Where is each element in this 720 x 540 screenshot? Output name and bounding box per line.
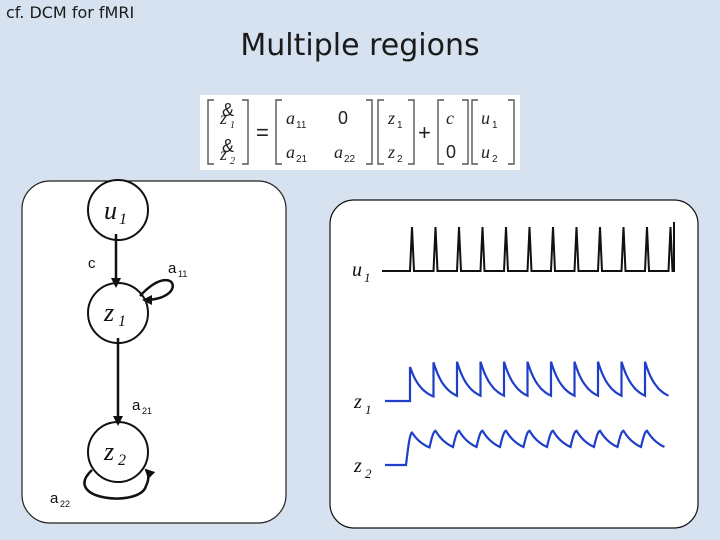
z-vector-1-sub: 1	[397, 120, 403, 131]
slide-title: Multiple regions	[240, 28, 480, 63]
edge-a21-label: a	[132, 397, 141, 414]
signal-u1-sub: 1	[364, 270, 371, 285]
node-u1-sub: 1	[119, 211, 127, 228]
edge-a11-sub: 11	[178, 269, 187, 279]
signal-z1-trace	[385, 361, 669, 403]
edge-a11-label: a	[168, 260, 177, 277]
a22-entry-sub: 22	[344, 154, 356, 165]
a22-entry: a	[334, 142, 343, 162]
lhs-dot1: &	[222, 100, 234, 120]
z-vector-2: z	[387, 142, 395, 162]
lhs-z2: z	[219, 144, 227, 164]
signal-z2-label: z	[353, 455, 362, 477]
lhs-z1: z	[219, 108, 227, 128]
c-vector-2: 0	[446, 142, 456, 162]
equals-sign: =	[256, 120, 269, 145]
lhs-z2-sub: 2	[230, 156, 235, 167]
a12-entry: 0	[338, 108, 348, 128]
network-diagram: u 1 z 1 z 2 c a 11 a 21 a 22	[21, 179, 287, 524]
node-z1-sub: 1	[118, 313, 126, 330]
c-vector-1: c	[446, 108, 454, 128]
signal-panel: u 1 z 1 z 2	[329, 199, 699, 529]
a21-entry: a	[286, 142, 295, 162]
edge-a21-sub: 21	[142, 406, 152, 416]
u-vector-1: u	[481, 108, 490, 128]
signal-z2-trace	[385, 429, 665, 467]
edge-a11-loop	[139, 278, 174, 305]
a11-entry: a	[286, 108, 295, 128]
node-z2-label: z	[103, 437, 114, 466]
lhs-z1-sub: 1	[230, 120, 235, 131]
edge-c-label: c	[88, 255, 96, 272]
signal-z1-sub: 1	[365, 402, 372, 417]
signal-panel-box	[329, 199, 699, 529]
node-u1	[87, 179, 149, 241]
signal-z2-sub: 2	[365, 466, 372, 481]
u-vector-1-sub: 1	[492, 120, 498, 131]
a11-entry-sub: 11	[296, 120, 307, 131]
node-z2-sub: 2	[118, 452, 126, 469]
signal-u1-trace	[382, 222, 675, 272]
z-vector-1: z	[387, 108, 395, 128]
lhs-dot2: &	[222, 136, 234, 156]
u-vector-2: u	[481, 142, 490, 162]
signal-z1-label: z	[353, 391, 362, 413]
plus-sign: +	[418, 120, 431, 145]
edge-a22-sub: 22	[60, 499, 70, 509]
state-equation: z 1 & z 2 & = a 11 0 a 21 a 22 z 1 z 2 +…	[200, 95, 520, 170]
node-z1-label: z	[103, 298, 114, 327]
node-u1-label: u	[104, 196, 117, 225]
u-vector-2-sub: 2	[492, 154, 498, 165]
z-vector-2-sub: 2	[397, 154, 403, 165]
a21-entry-sub: 21	[296, 154, 308, 165]
signal-u1-label: u	[352, 259, 362, 281]
edge-a22-label: a	[50, 490, 59, 507]
edge-a22-loop	[83, 468, 156, 500]
corner-label: cf. DCM for fMRI	[6, 3, 135, 22]
network-panel	[21, 180, 287, 524]
